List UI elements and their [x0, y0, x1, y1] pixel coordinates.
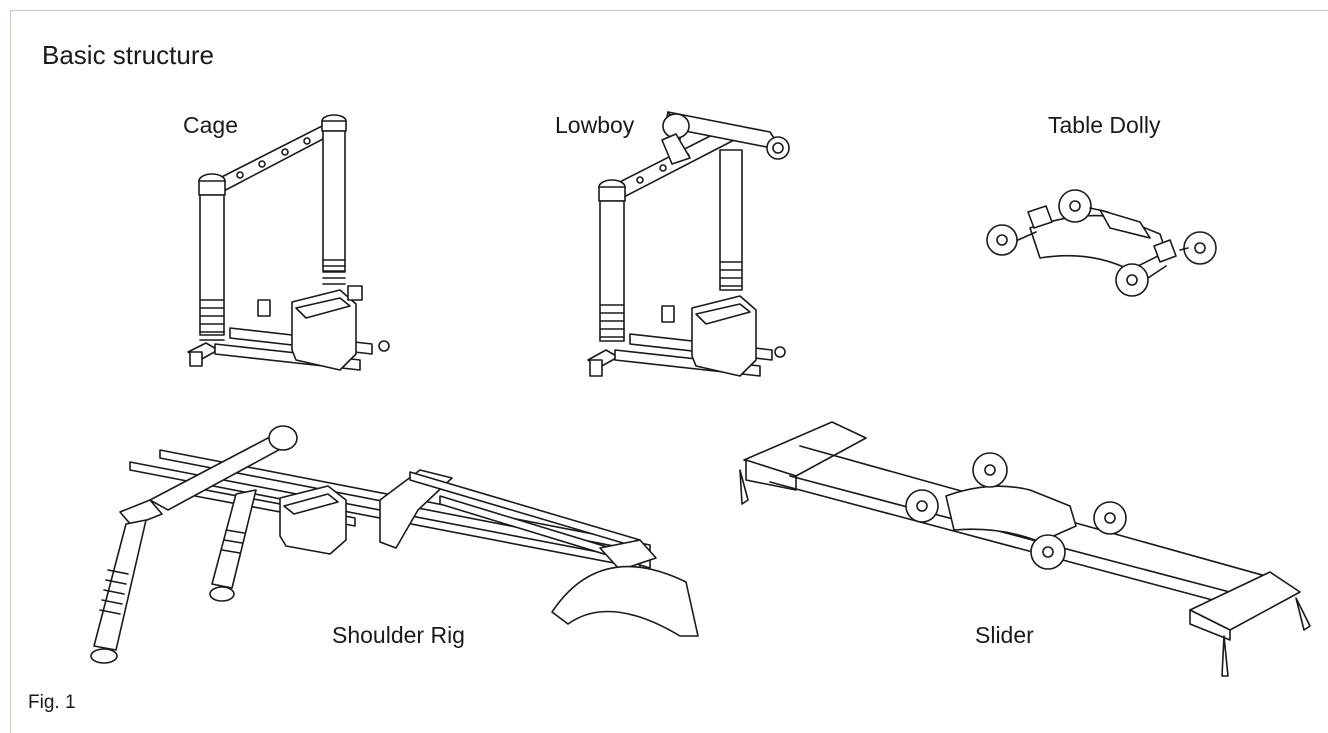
label-table-dolly: Table Dolly: [1048, 112, 1161, 138]
lowboy-illustration: [588, 112, 789, 376]
label-lowboy: Lowboy: [555, 112, 635, 138]
label-cage: Cage: [183, 112, 238, 138]
figure-caption: Fig. 1: [28, 692, 76, 713]
table-dolly-illustration: [987, 190, 1216, 296]
label-shoulder-rig: Shoulder Rig: [332, 622, 465, 648]
figure-frame: [10, 10, 1328, 733]
cage-illustration: [188, 115, 389, 370]
shoulder-rig-illustration: [91, 426, 698, 663]
slider-illustration: [740, 422, 1310, 676]
page-title: Basic structure: [42, 40, 214, 70]
label-slider: Slider: [975, 622, 1034, 648]
